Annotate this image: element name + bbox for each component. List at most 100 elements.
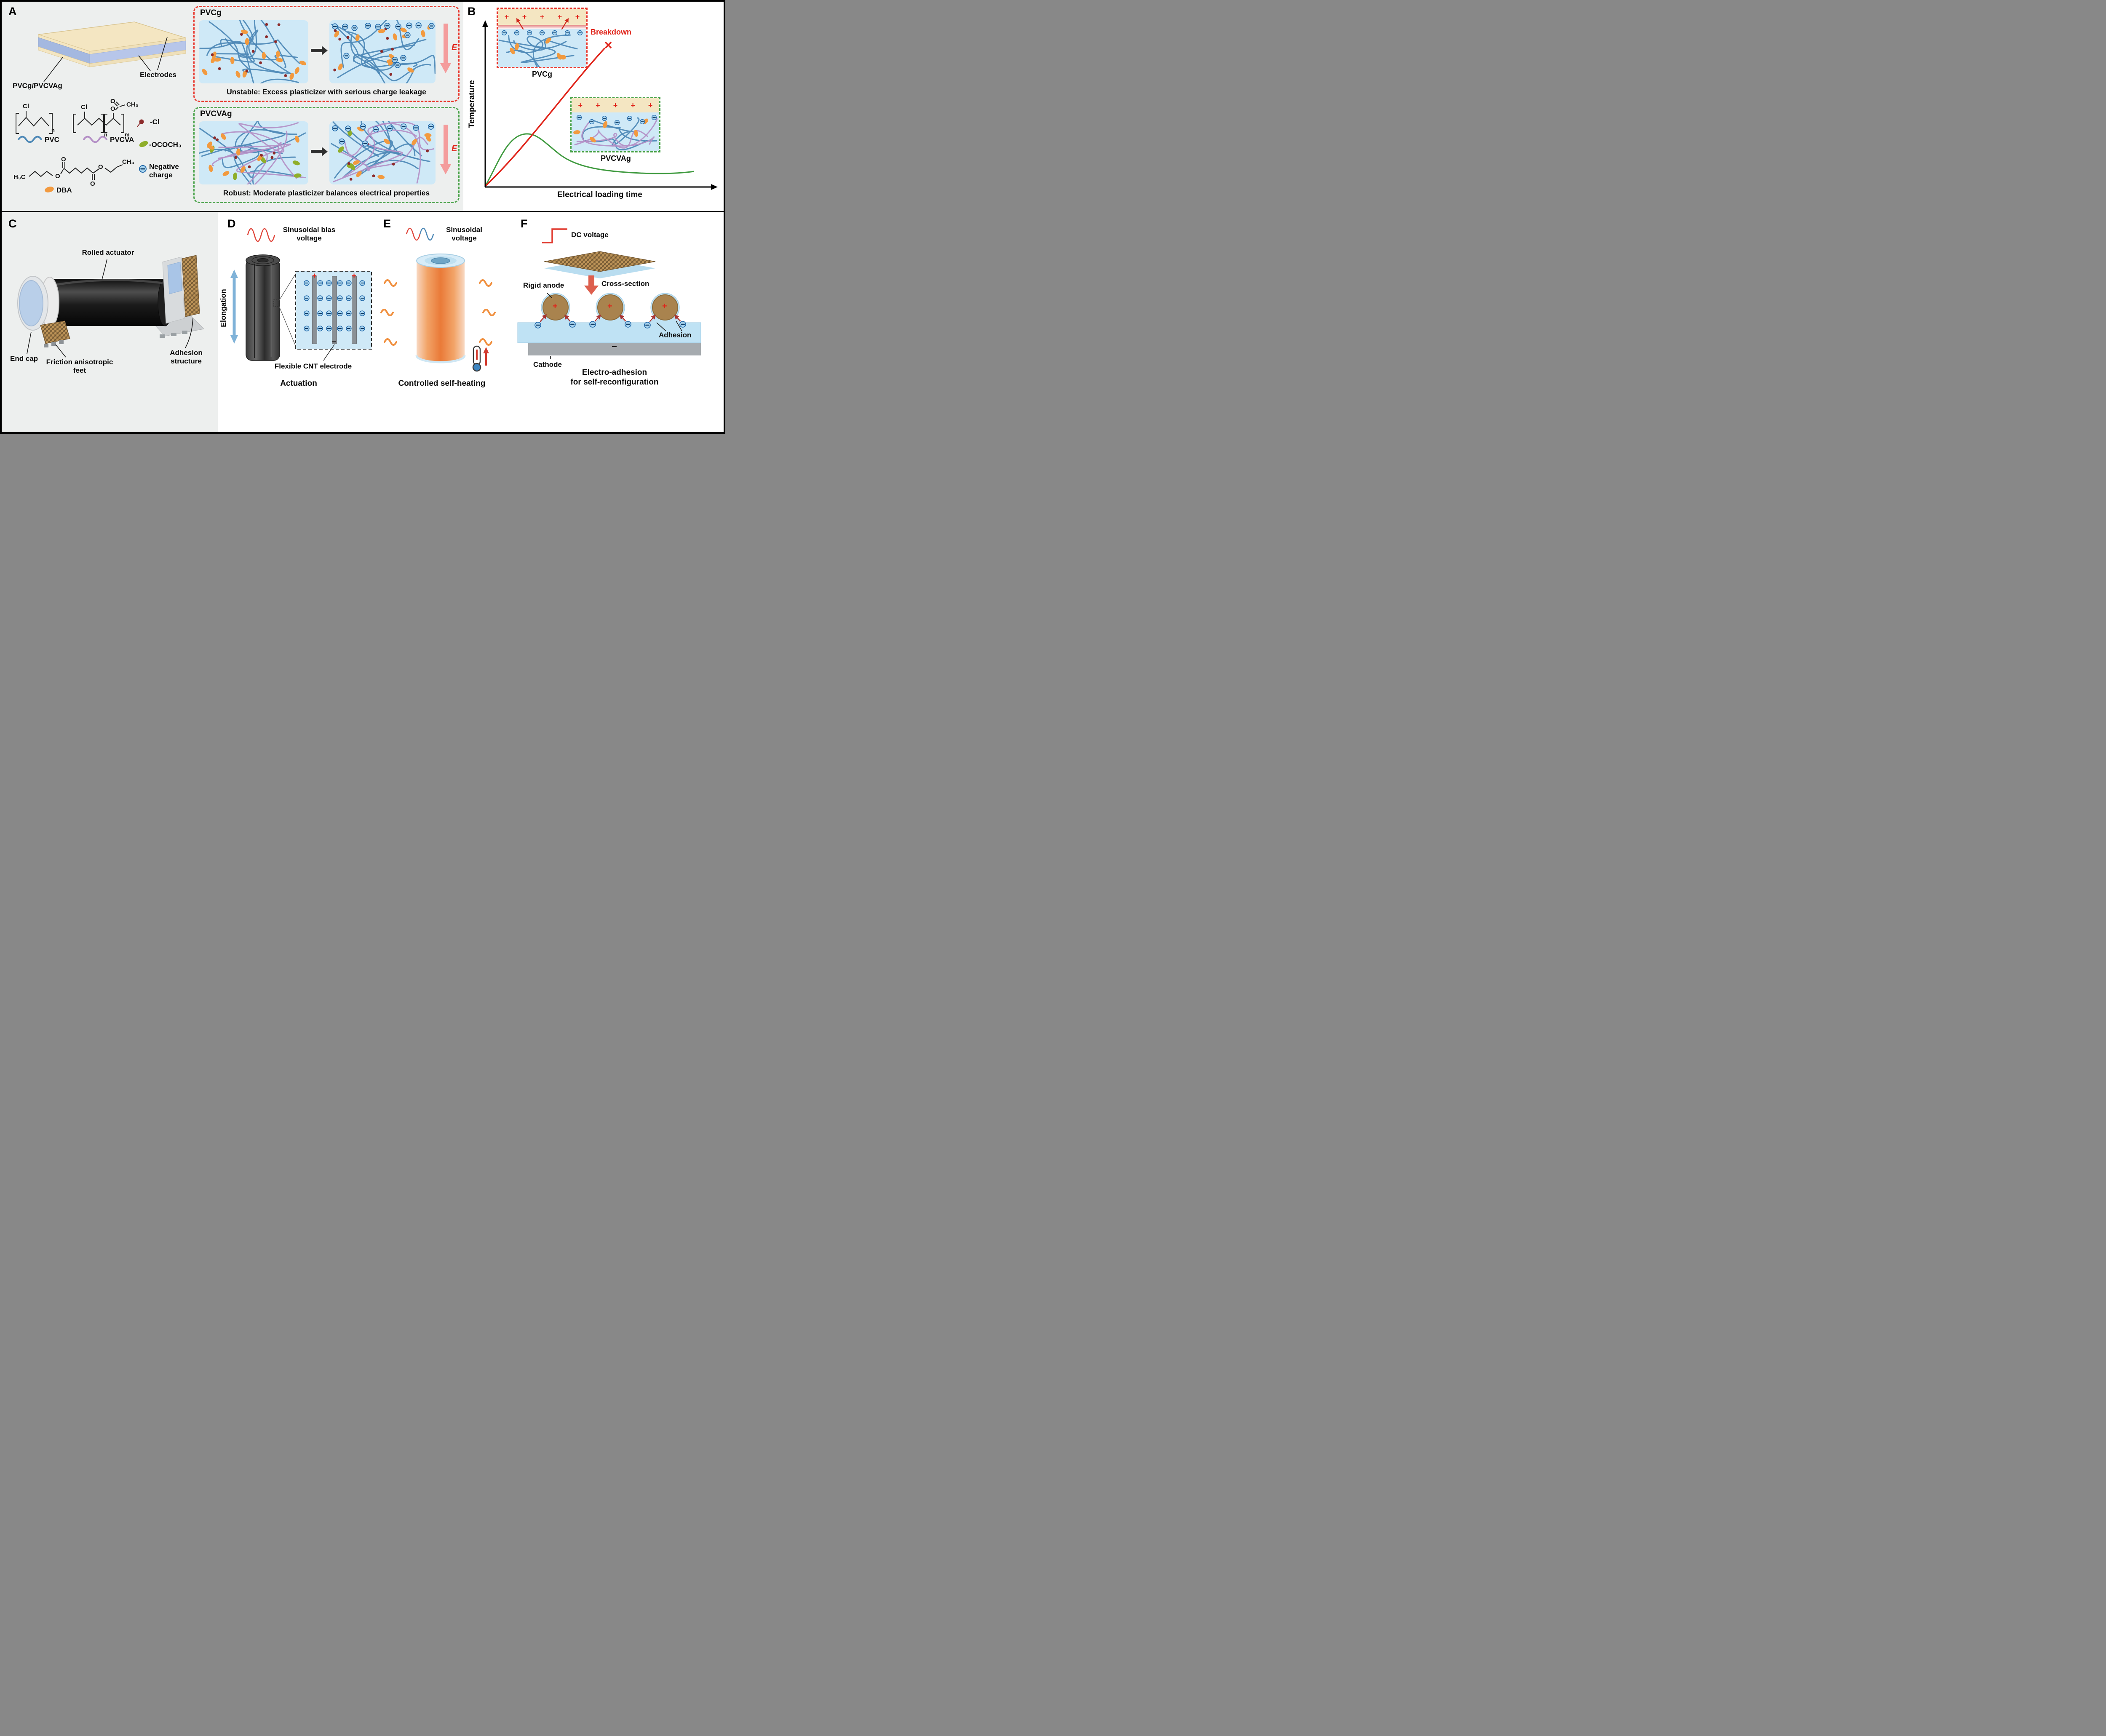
panel-e-letter: E — [383, 217, 391, 230]
cross-section-label: Cross-section — [601, 280, 649, 288]
legend-negative-charge-label: Negative charge — [149, 163, 179, 179]
pvcva-n-subscript: n — [104, 131, 107, 138]
pvcvag-network-before — [199, 121, 308, 184]
thermometer-icon — [472, 345, 489, 372]
panel-f-letter: F — [521, 217, 528, 230]
rolled-actuator-illustration — [17, 255, 205, 358]
pvcva-cl-label: Cl — [81, 104, 87, 111]
pvcg-inset-overlay — [501, 18, 583, 36]
dba-ester-o1-label: O — [55, 173, 60, 180]
pvcvag-inset-electrode: + + + + + — [572, 98, 659, 112]
sinusoidal-bias-voltage-label: Sinusoidal bias voltage — [283, 226, 336, 242]
pvcvag-efield-arrow-icon — [440, 125, 451, 174]
pvcg-network-before — [199, 20, 308, 83]
actuation-caption: Actuation — [280, 379, 317, 388]
flexible-cnt-electrode-label: Flexible CNT electrode — [274, 362, 352, 370]
pvcva-m-subscript: m — [125, 131, 130, 138]
panel-b-xlabel: Electrical loading time — [557, 190, 642, 199]
chemistry-legend-art — [16, 101, 148, 192]
rigid-anode-label: Rigid anode — [523, 281, 564, 289]
dba-ester-o2-label: O — [98, 163, 103, 171]
pvcva-ester-o-label: O — [110, 105, 115, 112]
plus-charge-symbol: + — [578, 101, 583, 110]
section-divider — [2, 211, 724, 212]
dba-h3c-label: H₃C — [13, 174, 26, 181]
pvcvag-inset-label: PVCVAg — [601, 154, 631, 163]
legend-pvcva-label: PVCVA — [110, 136, 134, 144]
panel-d-art — [230, 228, 372, 361]
plus-charge-symbol: + — [607, 302, 612, 311]
plus-charge-symbol: + — [352, 272, 357, 280]
pvcg-caption: Unstable: Excess plasticizer with seriou… — [227, 88, 426, 96]
pvcg-inset: + + + + + — [497, 8, 588, 68]
pvcvag-network-after — [329, 121, 436, 184]
elongation-label: Elongation — [219, 289, 227, 327]
plus-charge-symbol: + — [662, 302, 667, 311]
plus-charge-symbol: + — [613, 101, 618, 110]
dc-step-icon — [542, 228, 567, 243]
plus-charge-symbol: + — [312, 272, 317, 280]
pvc-cl-label: Cl — [23, 103, 29, 110]
pvcg-network-after — [329, 20, 436, 83]
adhesion-label: Adhesion — [659, 331, 692, 339]
pvcg-box-title: PVCg — [200, 8, 222, 17]
plus-charge-symbol: + — [631, 101, 635, 110]
pvcg-efield-arrow-icon — [440, 24, 451, 73]
legend-pvc-label: PVC — [45, 136, 59, 144]
plus-charge-symbol: + — [648, 101, 653, 110]
panel-b-chart — [482, 20, 718, 190]
pvcg-inset-electrode: + + + + + — [498, 9, 586, 25]
panel-e-art — [380, 227, 496, 372]
self-heating-caption: Controlled self-heating — [398, 379, 486, 388]
end-cap-label: End cap — [10, 355, 38, 363]
device-slab-illustration — [38, 21, 186, 82]
pvcg-box — [193, 6, 460, 102]
pvc-n-subscript: n — [51, 127, 55, 134]
pvcvag-inset-overlay — [576, 115, 657, 126]
adhesion-structure-label: Adhesion structure — [170, 349, 203, 365]
panel-f-art — [517, 228, 701, 359]
friction-feet-label: Friction anisotropic feet — [46, 358, 113, 374]
pvcva-ch3-label: CH₃ — [126, 101, 139, 108]
pvcg-inset-label: PVCg — [532, 70, 552, 78]
sine-wave-red-icon — [406, 227, 421, 241]
device-layer-label: PVCg/PVCVAg — [13, 82, 62, 90]
cathode-label: Cathode — [533, 361, 562, 369]
figure-root: A PVCg/PVCVAg Electrodes — [0, 0, 725, 434]
pvcvag-efield-label: E — [452, 144, 457, 153]
legend-dba-label: DBA — [56, 186, 72, 194]
pvcva-carbonyl-o-label: O — [110, 98, 115, 105]
plus-charge-symbol: + — [504, 12, 509, 21]
plus-charge-symbol: + — [540, 12, 545, 21]
pvcvag-transition-arrow-icon — [311, 147, 328, 156]
panel-a-letter: A — [8, 5, 17, 18]
dba-ch3-label: CH₃ — [122, 158, 134, 166]
panel-d-letter: D — [227, 217, 236, 230]
minus-charge-symbol: − — [331, 338, 337, 347]
pvcvag-caption: Robust: Moderate plasticizer balances el… — [223, 189, 430, 197]
plus-charge-symbol: + — [522, 12, 527, 21]
dba-carbonyl-o2-label: O — [90, 180, 95, 187]
pvcg-charge-accumulation-strip — [498, 25, 586, 29]
panel-b-ylabel: Temperature — [468, 80, 476, 128]
plus-charge-symbol: + — [575, 12, 580, 21]
dba-carbonyl-o1-label: O — [61, 156, 66, 163]
pvcvag-box — [193, 107, 460, 203]
electro-adhesion-caption-line2: for self-reconfiguration — [570, 378, 659, 387]
pvcvag-box-title: PVCVAg — [200, 110, 232, 118]
pvcg-efield-label: E — [452, 43, 457, 52]
electro-adhesion-caption-line1: Electro-adhesion — [582, 368, 647, 377]
device-electrodes-label: Electrodes — [140, 71, 176, 79]
plus-charge-symbol: + — [557, 12, 562, 21]
minus-charge-symbol: − — [612, 341, 617, 352]
dc-voltage-label: DC voltage — [571, 231, 609, 239]
rolled-actuator-label: Rolled actuator — [82, 248, 134, 256]
legend-cl-label: -Cl — [150, 118, 160, 126]
sine-wave-icon — [247, 228, 275, 242]
breakdown-label: Breakdown — [591, 28, 632, 36]
sinusoidal-voltage-label: Sinusoidal voltage — [446, 226, 482, 242]
legend-acetate-label: -OCOCH₃ — [149, 141, 182, 149]
plus-charge-symbol: + — [596, 101, 600, 110]
pvcg-transition-arrow-icon — [311, 46, 328, 55]
pvcvag-inset: + + + + + — [570, 97, 660, 152]
